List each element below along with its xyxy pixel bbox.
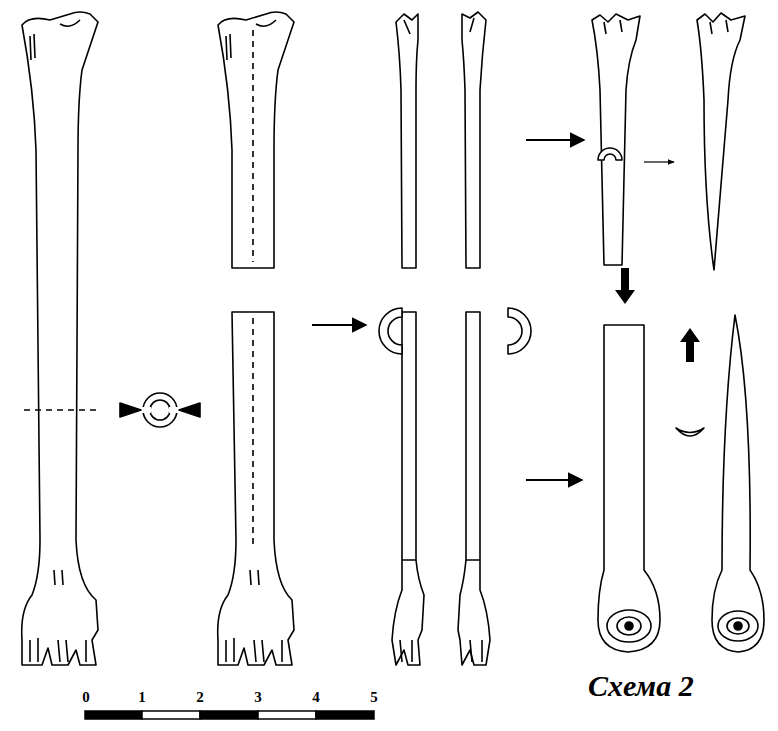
scale-number: 0 — [82, 690, 90, 705]
bone-lower-piece — [218, 312, 294, 665]
scale-number: 2 — [196, 690, 204, 705]
whole-bone — [22, 12, 98, 665]
scale-number: 5 — [370, 690, 378, 705]
scale-number: 3 — [254, 690, 262, 705]
bone-upper-piece — [218, 12, 294, 268]
scale-number: 1 — [138, 690, 146, 705]
scale-bar — [85, 711, 374, 719]
scale-number: 4 — [312, 690, 320, 705]
figure-caption: Схема 2 — [588, 671, 694, 701]
